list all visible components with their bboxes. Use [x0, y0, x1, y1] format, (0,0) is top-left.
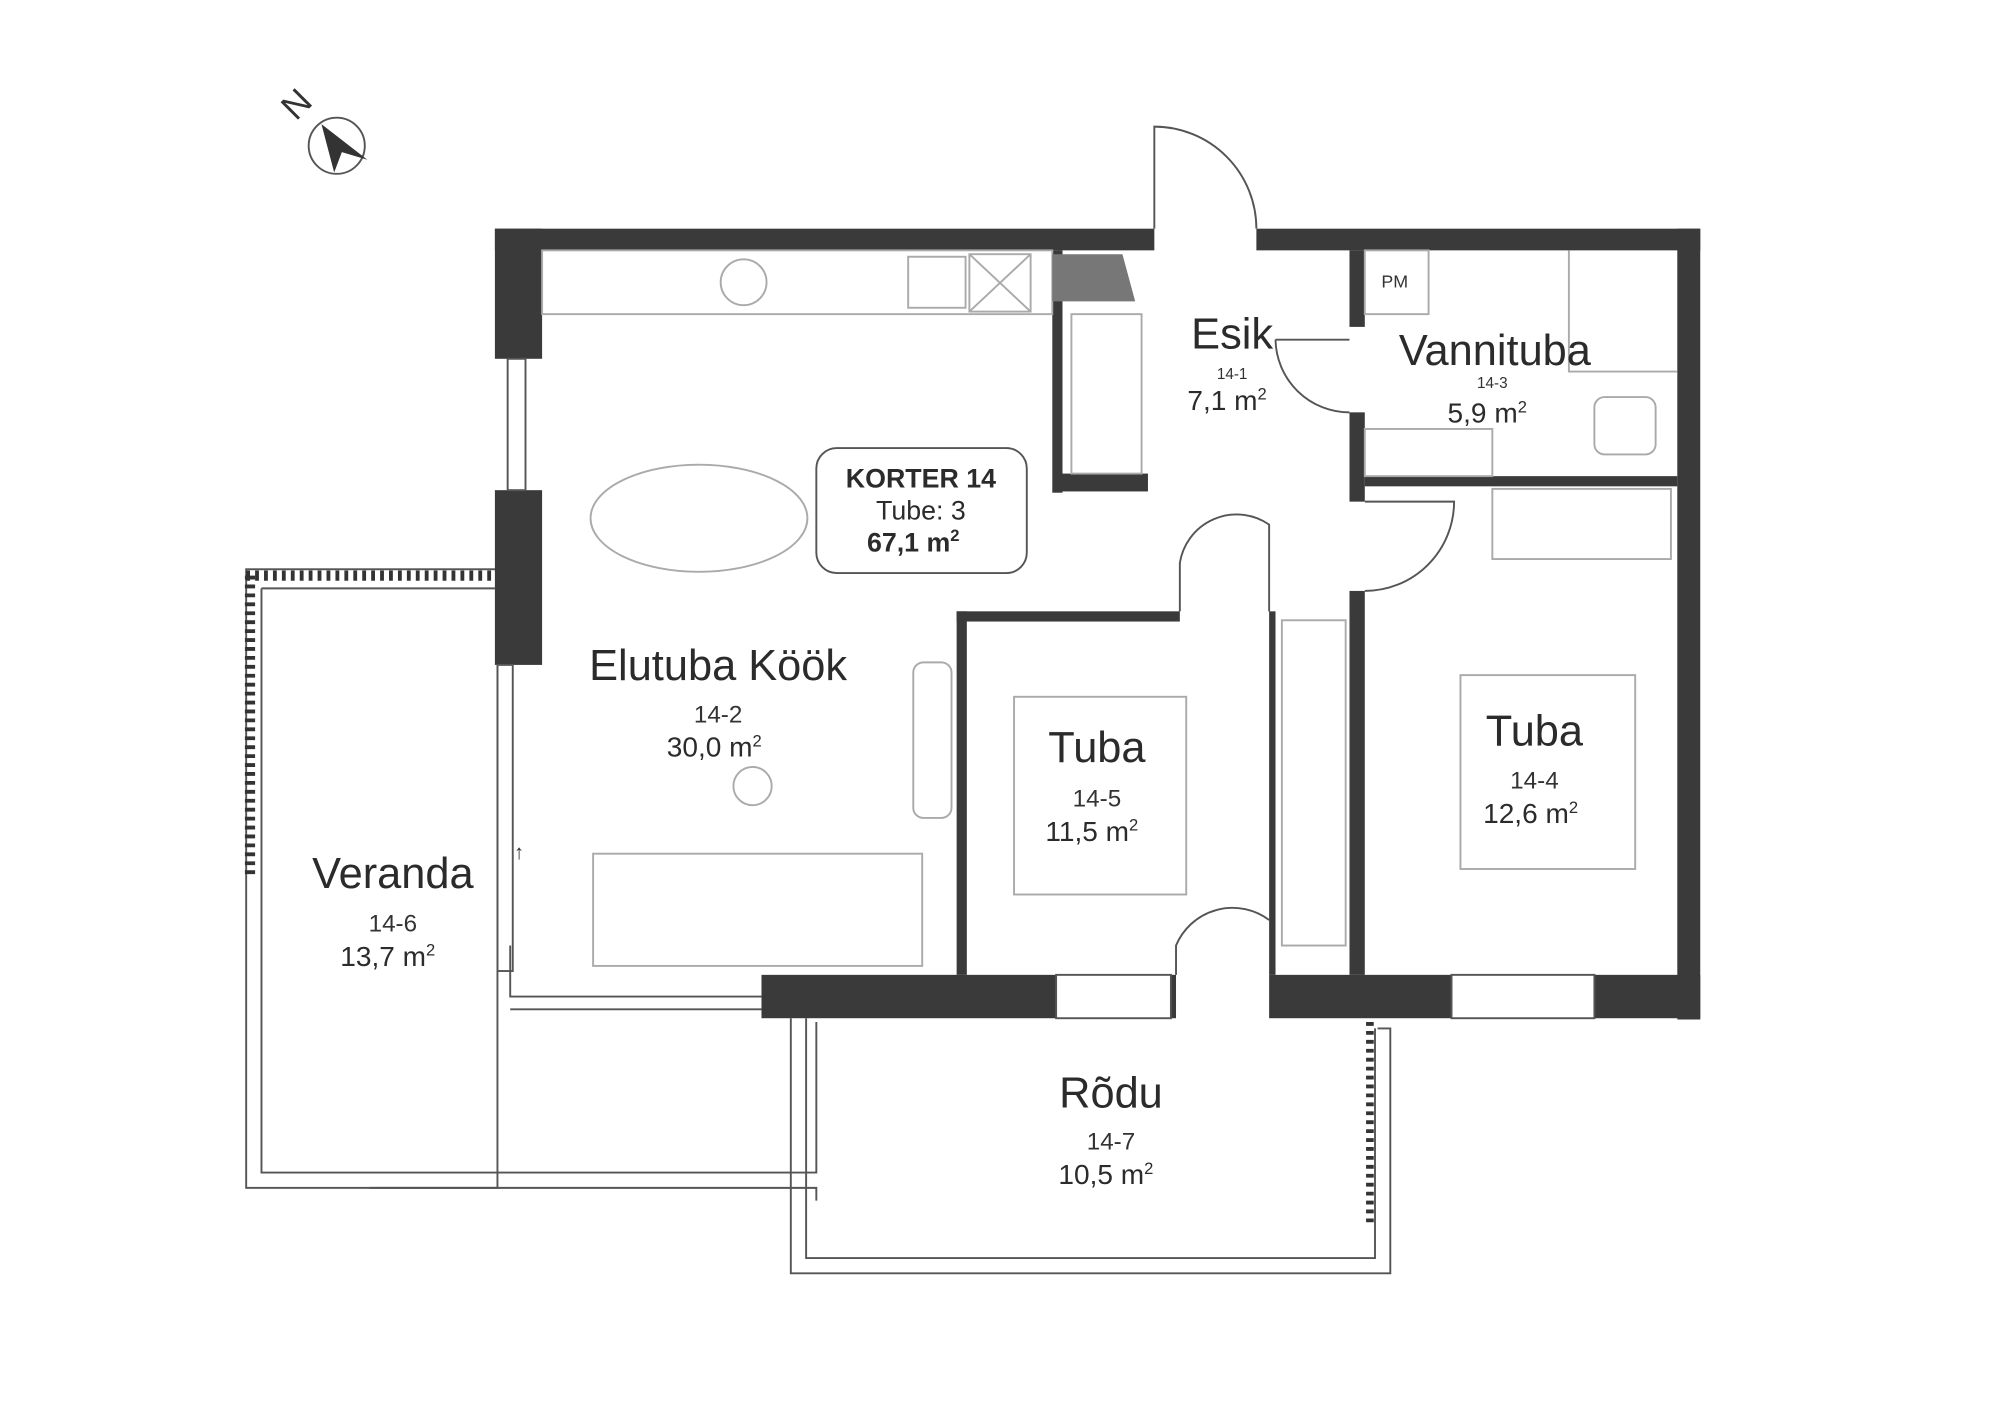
svg-text:14-2: 14-2: [694, 701, 742, 728]
svg-text:14-6: 14-6: [369, 910, 417, 937]
compass-icon: [307, 116, 366, 175]
compass: N: [273, 81, 368, 175]
bed-14-4: [1459, 674, 1637, 870]
svg-text:Esik: Esik: [1191, 311, 1273, 359]
svg-text:Vannituba: Vannituba: [1399, 327, 1592, 375]
stove-icon: [719, 258, 768, 307]
svg-text:Elutuba Köök: Elutuba Köök: [589, 642, 847, 690]
wardrobe-14-4: [1491, 487, 1672, 560]
svg-text:14-7: 14-7: [1087, 1129, 1135, 1156]
shower: [1567, 250, 1678, 373]
svg-text:14-5: 14-5: [1073, 785, 1121, 812]
bedroom-14-4-door[interactable]: [1364, 500, 1456, 592]
svg-text:7,1 m2: 7,1 m2: [1187, 385, 1266, 416]
sliding-arrow-icon: ↑: [514, 842, 524, 864]
svg-text:30,0 m2: 30,0 m2: [667, 732, 762, 763]
svg-text:14-4: 14-4: [1510, 768, 1558, 795]
entrance-door[interactable]: [1153, 125, 1258, 229]
bathroom-door[interactable]: [1274, 338, 1350, 414]
room-tuba-14-4: Tuba 14-4 12,6 m2: [1483, 707, 1584, 829]
sink: [1363, 427, 1494, 478]
room-tuba-14-5: Tuba 14-5 11,5 m2: [1045, 724, 1146, 847]
room-veranda: Veranda 14-6 13,7 m2: [312, 850, 474, 972]
svg-text:12,6 m2: 12,6 m2: [1483, 798, 1578, 829]
svg-text:10,5 m2: 10,5 m2: [1058, 1159, 1153, 1190]
veranda-area: [244, 568, 818, 1201]
apartment-label-box: [815, 447, 1028, 575]
room-esik: Esik 14-1 7,1 m2: [1187, 311, 1273, 416]
svg-text:11,5 m2: 11,5 m2: [1045, 816, 1138, 847]
toilet: [1593, 396, 1657, 456]
svg-text:Veranda: Veranda: [312, 850, 474, 898]
wardrobe: [1070, 313, 1143, 475]
furniture: PM ↑: [514, 249, 1678, 967]
pm-label: PM: [1381, 271, 1408, 291]
svg-text:13,7 m2: 13,7 m2: [340, 941, 435, 972]
compass-north-label: N: [273, 81, 320, 128]
room-vannituba: Vannituba 14-3 5,9 m2: [1399, 327, 1592, 428]
sofa: [592, 852, 924, 967]
apartment-summary: KORTER 14 Tube: 3 67,1 m2: [846, 464, 996, 558]
bedroom-14-5-door[interactable]: [1175, 906, 1270, 975]
walls: [494, 228, 1701, 1020]
wardrobe-14-5: [1280, 619, 1347, 947]
svg-text:Tuba: Tuba: [1486, 707, 1584, 755]
svg-text:Tuba: Tuba: [1048, 724, 1146, 772]
openings: [496, 125, 1596, 1020]
svg-text:5,9 m2: 5,9 m2: [1448, 397, 1527, 428]
svg-text:14-1: 14-1: [1217, 366, 1248, 383]
svg-text:14-3: 14-3: [1477, 375, 1508, 392]
svg-text:Rõdu: Rõdu: [1059, 1070, 1163, 1118]
bedroom-14-5-door-upper[interactable]: [1178, 513, 1271, 612]
rodu-balcony: [789, 1018, 1392, 1275]
dining-table: [589, 463, 809, 573]
room-elutuba-kook: Elutuba Köök 14-2 30,0 m2: [589, 642, 847, 763]
svg-text:Tube: 3: Tube: 3: [876, 495, 966, 525]
bed-14-5: [1013, 695, 1188, 896]
svg-text:KORTER 14: KORTER 14: [846, 464, 996, 494]
svg-text:67,1 m2: 67,1 m2: [867, 526, 960, 557]
room-rodu: Rõdu 14-7 10,5 m2: [1058, 1070, 1162, 1191]
